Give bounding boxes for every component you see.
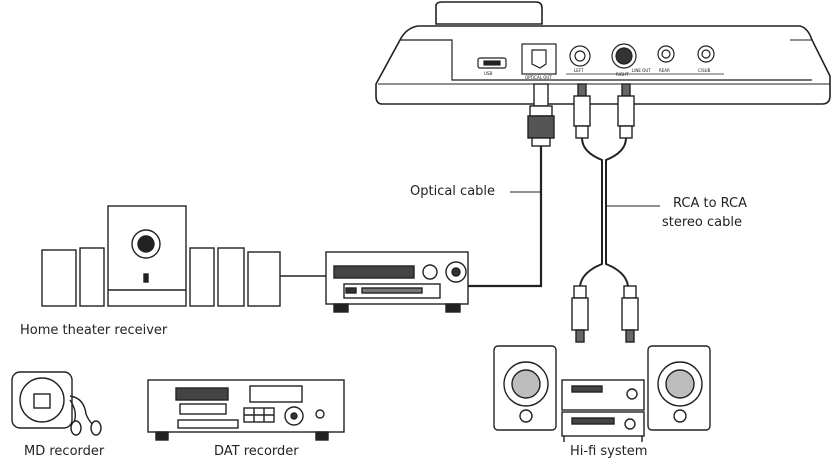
rca-cable-right (605, 137, 629, 287)
port-label-lineout: LINE OUT (632, 68, 651, 73)
dat-recorder-label: DAT recorder (214, 444, 299, 459)
hifi-stereo-icon (561, 379, 645, 442)
port-panel (477, 43, 724, 75)
dat-recorder-icon (147, 379, 345, 441)
port-label-usb: USB (484, 71, 492, 76)
home-theater-label: Home theater receiver (20, 323, 168, 338)
speaker-left-2-icon (79, 247, 105, 307)
hifi-label: Hi-fi system (570, 444, 648, 459)
rca-plug-left-top-icon (573, 83, 591, 139)
speaker-set (41, 205, 281, 307)
rca-cable-label-line2: stereo cable (662, 215, 742, 230)
hifi-speaker-right-icon (647, 345, 711, 431)
hifi-speaker-left-icon (493, 345, 557, 431)
home-theater-receiver-icon (325, 251, 469, 313)
rca-cable-label-line1: RCA to RCA (673, 196, 748, 211)
device-body (375, 25, 831, 105)
sound-card-device (375, 1, 831, 105)
speaker-left-1-icon (41, 249, 77, 307)
rca-cable-left (579, 137, 603, 287)
port-label-optical: OPTICAL OUT (525, 75, 552, 80)
optical-cable-line (466, 146, 543, 288)
optical-cable-label: Optical cable (410, 184, 496, 199)
speaker-right-2-icon (217, 247, 245, 307)
port-label-rear: REAR (659, 68, 670, 73)
rca-plug-right-top-icon (617, 83, 635, 139)
speaker-right-1-icon (189, 247, 215, 307)
rca-plug-right-bottom-icon (621, 285, 639, 343)
port-label-center: C/SUB (698, 68, 711, 73)
port-label-left: LEFT (574, 68, 584, 73)
md-recorder-icon (11, 371, 102, 436)
rca-plug-left-bottom-icon (571, 285, 589, 343)
port-label-right: RIGHT (616, 72, 629, 77)
speaker-right-3-icon (247, 251, 281, 307)
md-recorder-label: MD recorder (24, 444, 105, 459)
device-top-knob (435, 1, 543, 25)
optical-plug-icon (527, 83, 555, 147)
